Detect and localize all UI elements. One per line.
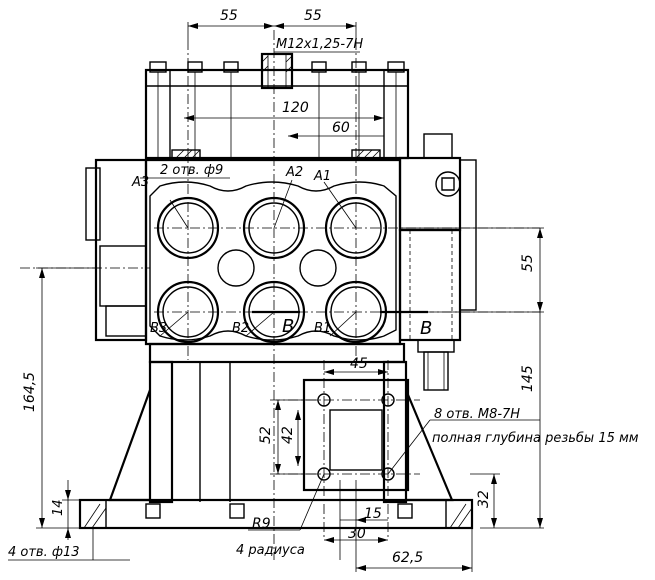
port-label-a1: A1 bbox=[313, 169, 331, 184]
dim-45: 45 bbox=[350, 356, 368, 372]
dim-120: 120 bbox=[282, 100, 309, 116]
dim-30: 30 bbox=[348, 526, 366, 542]
top-cover bbox=[144, 52, 410, 160]
dim-60: 60 bbox=[332, 120, 350, 136]
dim-holes-base: 4 отв. ф13 bbox=[8, 545, 80, 560]
port-label-b3: B3 bbox=[150, 321, 167, 336]
port-labels: A3 A2 A1 B3 B2 B1 bbox=[131, 165, 331, 336]
port-bores bbox=[156, 179, 388, 344]
section-mark-left: B bbox=[282, 316, 294, 337]
dim-55-vert: 55 bbox=[520, 254, 536, 272]
dim-52: 52 bbox=[258, 426, 274, 444]
dim-r9: R9 bbox=[252, 516, 271, 532]
dim-55-right: 55 bbox=[304, 8, 322, 24]
dimension-texts: 55 55 M12x1,25-7H 120 60 2 отв. ф9 55 14… bbox=[8, 8, 639, 566]
port-label-a3: A3 bbox=[131, 175, 149, 190]
dim-thread-top: M12x1,25-7H bbox=[276, 37, 363, 52]
dimension-lines bbox=[8, 22, 544, 572]
dim-164-5: 164,5 bbox=[22, 372, 38, 412]
dim-145: 145 bbox=[520, 365, 536, 392]
dim-15: 15 bbox=[364, 506, 382, 522]
dim-55-left: 55 bbox=[220, 8, 238, 24]
base-stand bbox=[78, 342, 474, 530]
center-lines bbox=[20, 30, 540, 560]
section-line: B B bbox=[252, 310, 432, 339]
port-label-b2: B2 bbox=[232, 321, 249, 336]
section-mark-right: B bbox=[420, 318, 432, 339]
valve-body bbox=[85, 133, 477, 391]
dim-4-radii: 4 радиуса bbox=[236, 543, 305, 558]
dim-62-5: 62,5 bbox=[392, 550, 423, 566]
dim-holes-m8: 8 отв. M8-7H bbox=[434, 407, 520, 422]
dim-14: 14 bbox=[51, 499, 66, 516]
dim-32: 32 bbox=[476, 490, 492, 508]
port-label-b1: B1 bbox=[314, 321, 331, 336]
dim-holes-top: 2 отв. ф9 bbox=[160, 163, 223, 178]
dim-thread-depth: полная глубина резьбы 15 мм bbox=[432, 431, 639, 446]
port-label-a2: A2 bbox=[285, 165, 303, 180]
dim-42: 42 bbox=[280, 426, 296, 444]
